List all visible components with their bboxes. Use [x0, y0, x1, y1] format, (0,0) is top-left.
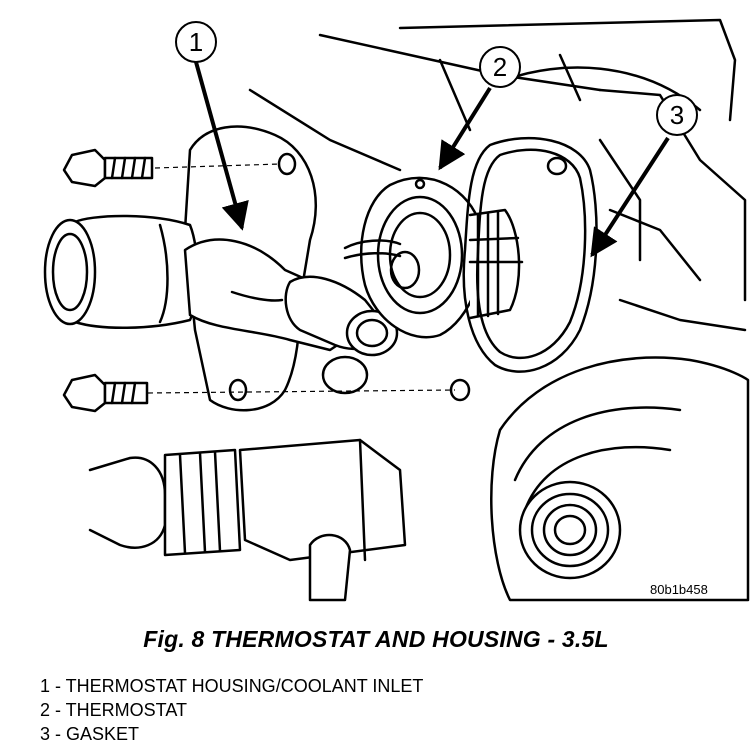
svg-text:2: 2 — [493, 52, 507, 82]
svg-text:3: 3 — [670, 100, 684, 130]
legend-item: 2 - THERMOSTAT — [40, 700, 188, 720]
svg-text:1: 1 — [189, 27, 203, 57]
callout-3-leader — [590, 136, 670, 258]
engine-block — [248, 18, 747, 332]
gasket — [449, 136, 598, 402]
thermostat-housing — [43, 125, 399, 412]
callout-2: 2 — [479, 46, 521, 88]
thermostat-housing-illustration: 1 2 3 — [43, 18, 750, 602]
pulley — [490, 356, 750, 602]
callout-1: 1 — [175, 21, 217, 63]
upper-bolt — [62, 148, 154, 188]
legend: 1 - THERMOSTAT HOUSING/COOLANT INLET 2 -… — [40, 674, 423, 746]
sensor-connector — [88, 355, 407, 602]
figure-caption: Fig. 8 THERMOSTAT AND HOUSING - 3.5L — [143, 626, 609, 652]
image-reference-id: 80b1b458 — [650, 582, 708, 597]
callout-1-leader — [194, 61, 249, 231]
callout-3: 3 — [656, 94, 698, 136]
thermostat — [343, 176, 524, 339]
lower-bolt — [62, 373, 149, 413]
legend-item: 3 - GASKET — [40, 724, 140, 744]
legend-item: 1 - THERMOSTAT HOUSING/COOLANT INLET — [40, 676, 424, 696]
callout-2-leader — [438, 86, 492, 171]
